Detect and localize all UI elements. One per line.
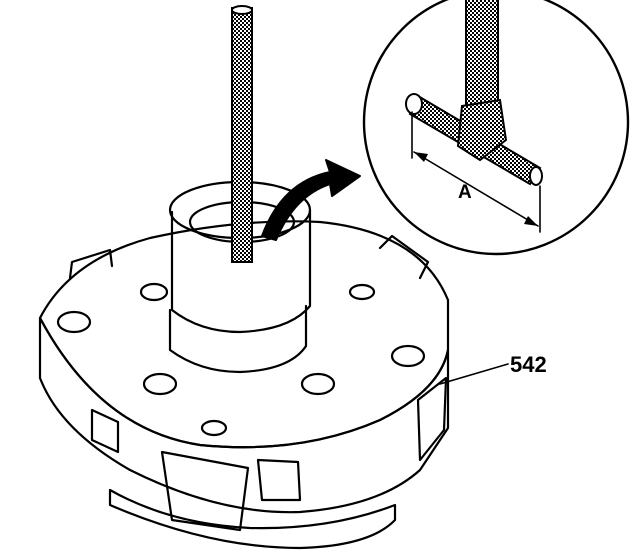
part-number-label: 542	[510, 352, 547, 377]
detail-inset: A	[362, 0, 630, 256]
carrier-rim-tab-right	[378, 234, 430, 280]
carrier-hole-1	[56, 310, 92, 334]
carrier-hole-4	[300, 372, 336, 396]
carrier-hole-7	[348, 283, 376, 301]
carrier-hole-3	[142, 372, 178, 396]
inset-collar	[456, 98, 508, 162]
planet-gear-window-front	[160, 450, 250, 532]
carrier-hole-5	[390, 344, 426, 368]
callout-arrow	[261, 159, 361, 241]
planet-gear-window-right	[416, 376, 448, 462]
pin-punch-tool	[231, 7, 253, 263]
carrier-notch-left	[90, 408, 120, 454]
inset-tool-shaft	[465, 0, 499, 111]
carrier-notch-center	[256, 458, 302, 502]
carrier-hole-6	[200, 419, 228, 437]
carrier-hole-2	[139, 282, 169, 302]
carrier-top-face	[38, 220, 450, 449]
carrier-assembly	[38, 5, 450, 550]
dimension-a-label: A	[458, 182, 472, 203]
lower-gear-teeth	[108, 488, 397, 550]
part-callout: 542	[439, 352, 547, 385]
carrier-hub	[168, 304, 308, 374]
pin-punch-tip	[231, 5, 253, 15]
dimension-a: A	[411, 111, 541, 233]
sun-gear-spline	[170, 208, 312, 334]
carrier-rim-tab-left	[68, 248, 114, 280]
